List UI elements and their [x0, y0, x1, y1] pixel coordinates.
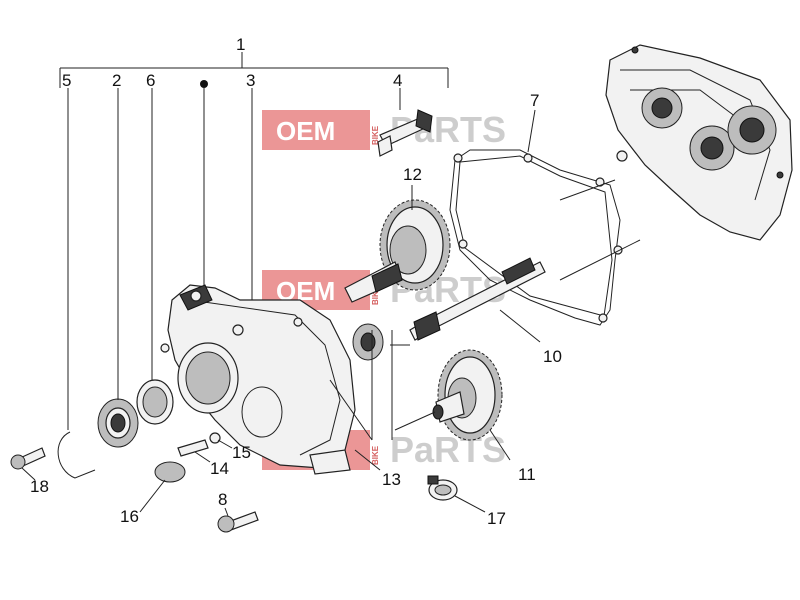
watermark-1: OEM BIKE PaRTS: [262, 109, 506, 150]
callout-12: 12: [403, 165, 422, 184]
gear-11: [432, 349, 503, 441]
group-bracket: [59, 52, 449, 88]
callout-3: 3: [246, 71, 255, 90]
svg-text:PaRTS: PaRTS: [390, 429, 506, 470]
shaft: [377, 109, 433, 157]
bearing-right: [352, 323, 384, 361]
callout-7: 7: [530, 91, 539, 110]
watermark-2: OEM BIKE PaRTS: [262, 269, 506, 310]
transmission-cover: [160, 284, 373, 475]
bearing-2: [97, 398, 139, 448]
callout-17: 17: [487, 509, 506, 528]
leader-lines: [21, 88, 641, 517]
cap: [154, 461, 186, 483]
screw-8: [217, 511, 259, 533]
gasket: [449, 149, 623, 326]
gear-housing: [605, 44, 793, 241]
callout-18: 18: [30, 477, 49, 496]
svg-text:BIKE: BIKE: [371, 285, 380, 305]
screw-14: [177, 439, 209, 457]
callout-14: 14: [210, 459, 229, 478]
svg-text:BIKE: BIKE: [371, 125, 380, 145]
seal-ring: [136, 379, 174, 425]
screw-18: [10, 447, 46, 470]
callout-8: 8: [218, 490, 227, 509]
main-shaft: [409, 257, 546, 341]
callout-2: 2: [112, 71, 121, 90]
svg-text:BIKE: BIKE: [371, 445, 380, 465]
callout-13: 13: [382, 470, 401, 489]
gear-12: [344, 199, 451, 303]
callout-11: 11: [518, 465, 536, 484]
marker-dot: [200, 80, 208, 88]
svg-text:OEM: OEM: [276, 116, 335, 146]
washer-15: [209, 432, 221, 444]
callout-5: 5: [62, 71, 71, 90]
clamp: [427, 475, 458, 501]
callout-1: 1: [236, 35, 245, 54]
callout-16: 16: [120, 507, 139, 526]
callout-15: 15: [232, 443, 251, 462]
callout-10: 10: [543, 347, 562, 366]
callout-4: 4: [393, 71, 402, 90]
callout-6: 6: [146, 71, 155, 90]
circlip: [57, 431, 96, 479]
